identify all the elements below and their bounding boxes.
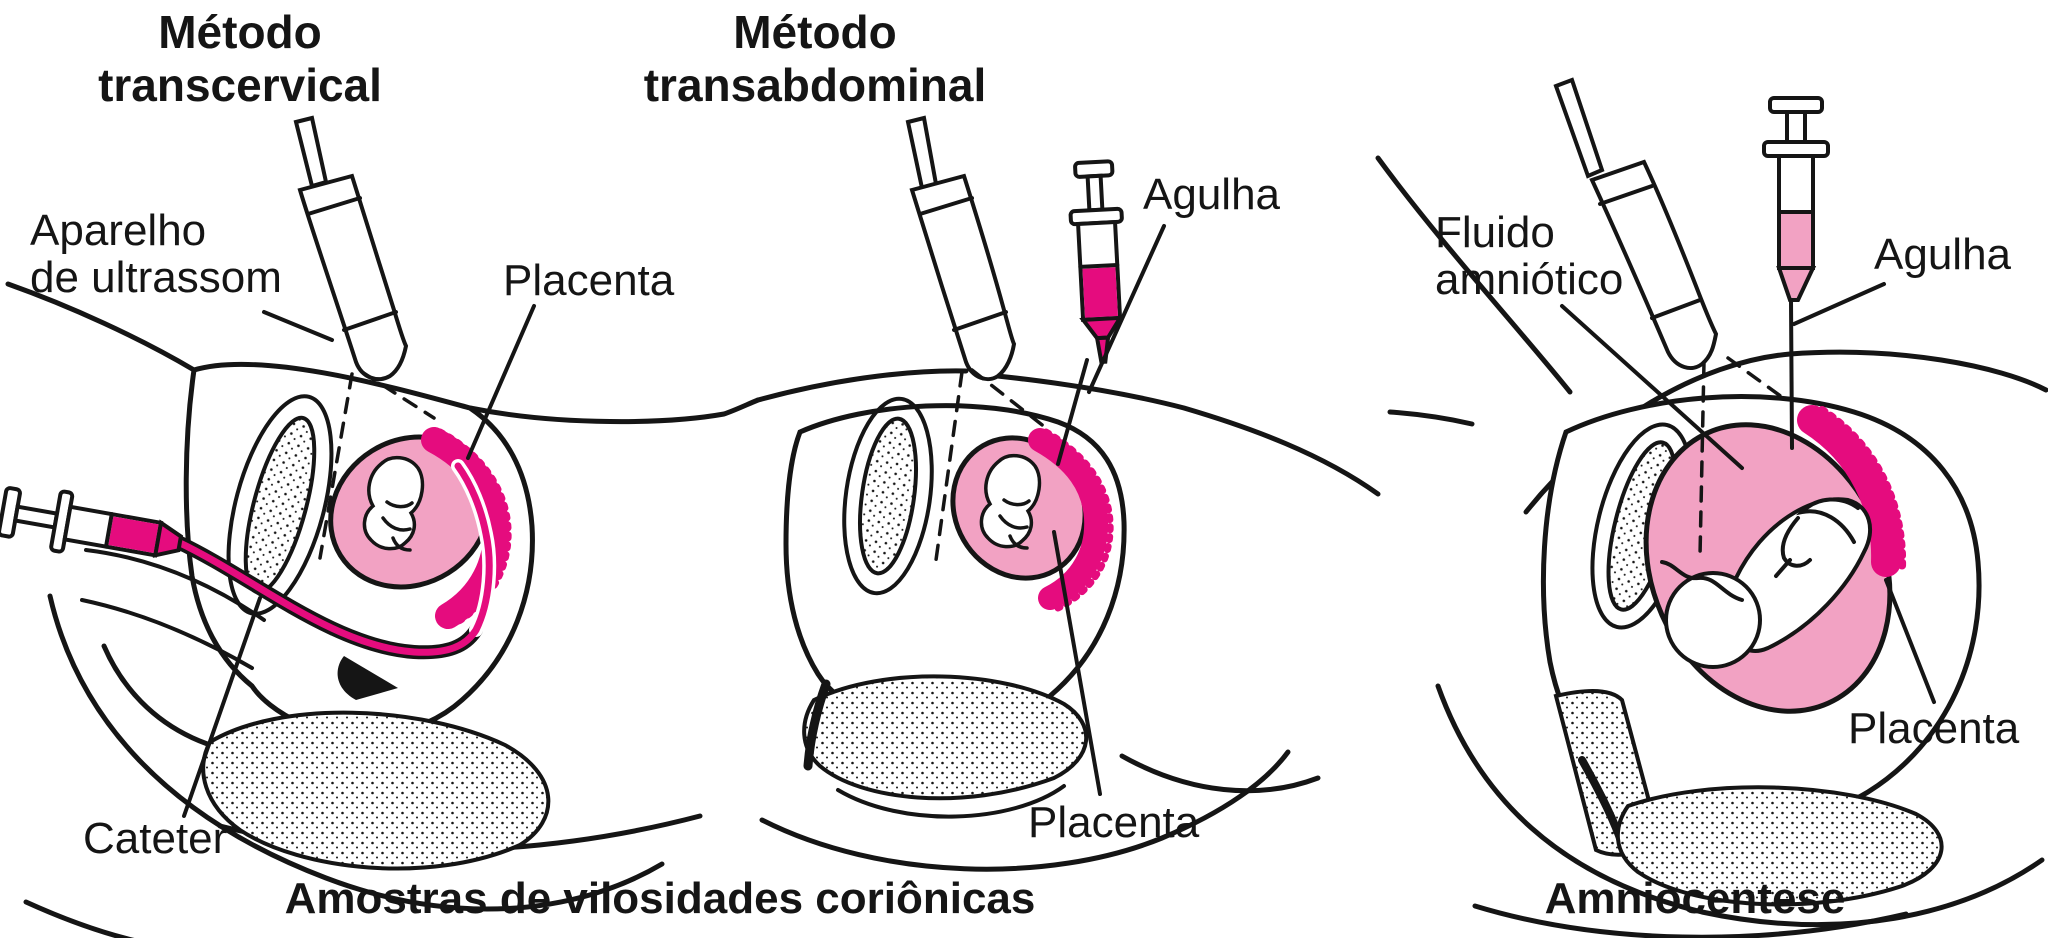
- body-contours-2: [755, 368, 1381, 872]
- label-needle-2: Agulha: [1143, 170, 1281, 219]
- bowel-3: [1615, 785, 1944, 907]
- syringe-1: [0, 486, 184, 558]
- bowel-1: [201, 710, 551, 871]
- label-placenta-1: Placenta: [503, 256, 675, 305]
- placenta-3: [1797, 405, 1907, 577]
- pelvic-curve-2: [836, 784, 1066, 819]
- cervical-canal-2: [803, 679, 831, 771]
- title-line: transcervical: [98, 58, 382, 111]
- panel-transabdominal-drawing: [755, 115, 1381, 872]
- title-line: Método: [733, 6, 897, 58]
- leader-catheter: [182, 596, 262, 818]
- catheter: [171, 459, 497, 660]
- caption-amniocentese: Amniocentese: [1544, 874, 1846, 923]
- leader-amniotic-fluid: [1560, 304, 1744, 470]
- label-catheter: Cateter: [83, 814, 228, 863]
- label-needle-3: Agulha: [1874, 230, 2012, 279]
- caption-cvs: Amostras de vilosidades coriônicas: [284, 874, 1036, 923]
- vaginal-canal-1: [80, 548, 398, 700]
- panel-transcervical-drawing: [0, 115, 761, 938]
- label-line: Aparelho: [30, 206, 207, 255]
- label-placenta-2: Placenta: [1028, 798, 1200, 847]
- leader-placenta-2: [1052, 530, 1102, 796]
- ultrasound-beam-3: [1698, 356, 1788, 558]
- panel-title-transabdominal: Método transabdominal: [590, 6, 1040, 112]
- label-line: de ultrassom: [30, 252, 282, 302]
- leader-ultrasound-label: [262, 310, 334, 342]
- label-amniotic-fluid: Fluido amniótico: [1435, 208, 1624, 304]
- bladder-pocket-2: [842, 396, 934, 596]
- leader-needle-2: [1087, 224, 1166, 394]
- label-placenta-3: Placenta: [1848, 704, 2020, 753]
- title-line: transabdominal: [643, 58, 987, 111]
- fetus-1: [362, 455, 425, 552]
- placenta-2: [1028, 428, 1114, 612]
- syringe-2: [1068, 159, 1124, 365]
- syringe-3: [1762, 96, 1830, 302]
- ultrasound-transducer-2: [905, 115, 1017, 382]
- bowel-2: [802, 674, 1089, 801]
- ultrasound-transducer-1: [293, 115, 409, 382]
- ultrasound-beam-2: [934, 368, 1048, 562]
- panel-title-transcervical: Método transcervical: [25, 6, 455, 112]
- leader-needle-3: [1792, 282, 1886, 326]
- leader-placenta-3: [1884, 578, 1936, 704]
- leader-placenta-1: [466, 304, 536, 460]
- bladder-2: [858, 416, 918, 576]
- needle-3: [1789, 298, 1794, 450]
- panel-amniocentese-drawing: [1375, 77, 2048, 938]
- ultrasound-transducer-3: [1553, 77, 1719, 370]
- needle-2: [1056, 358, 1089, 466]
- label-line: Fluido: [1435, 208, 1555, 257]
- fetus-3: [1660, 497, 1873, 669]
- ultrasound-beam-1: [318, 370, 436, 560]
- label-line: amniótico: [1435, 254, 1624, 304]
- title-line: Método: [158, 6, 322, 58]
- label-ultrasound-device: Aparelho de ultrassom: [30, 206, 282, 302]
